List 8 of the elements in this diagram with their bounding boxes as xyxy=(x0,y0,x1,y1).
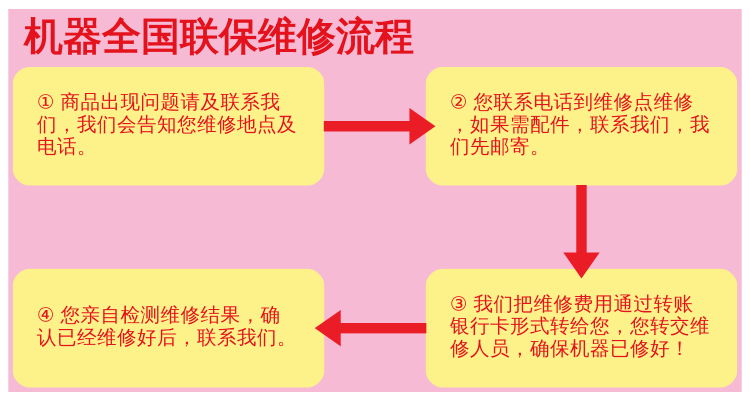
node-box: ① 商品出现问题请及联系我们，我们会告知您维修地点及电话。 xyxy=(12,66,324,186)
arrow xyxy=(314,309,426,346)
arrow xyxy=(324,108,436,144)
node-box: ② 您联系电话到维修点维修，如果需配件，联系我们，我们先邮寄。 xyxy=(426,66,738,186)
node-box: ③ 我们把维修费用通过转账银行卡形式转给您，您转交维修人员，确保机器已修好！ xyxy=(426,268,738,387)
diagram-title: 机器全国联保维修流程 xyxy=(24,14,414,59)
arrow xyxy=(563,184,600,278)
node-box: ④ 您亲自检测维修结果，确认已经维修好后，联系我们。 xyxy=(12,268,324,387)
